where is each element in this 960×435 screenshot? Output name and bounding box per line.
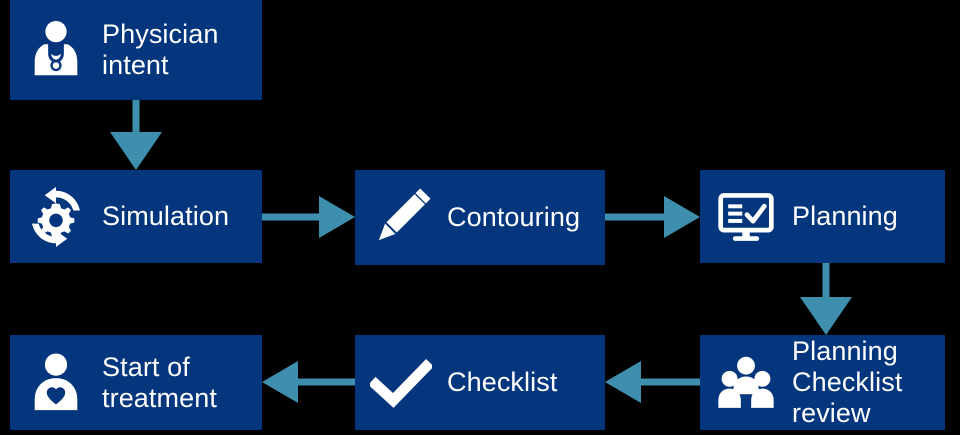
pencil-icon [369,186,433,250]
node-label: Planning Checklist review [792,336,903,428]
physician-stethoscope-icon [24,18,88,82]
connector-shaft [262,213,323,221]
node-checklist[interactable]: Checklist [355,335,605,430]
node-simulation[interactable]: Simulation [10,170,262,263]
connector-shaft [822,263,830,301]
node-label: Planning [792,201,898,231]
arrowhead-down-icon [110,132,162,170]
connector-checklist-to-start-of-treatment [262,361,355,403]
connector-simulation-to-contouring [262,196,355,238]
arrowhead-down-icon [800,297,852,335]
node-label: Contouring [447,202,581,232]
node-label: Physician intent [102,19,219,80]
node-contouring[interactable]: Contouring [355,170,605,265]
node-planning[interactable]: Planning [700,170,945,263]
monitor-checklist-icon [714,185,778,249]
connector-shaft [637,378,700,386]
checkmark-icon [369,351,433,415]
patient-heart-icon [24,351,88,415]
arrowhead-left-icon [605,361,641,403]
connector-physician-to-simulation [110,100,162,170]
arrowhead-right-icon [664,196,700,238]
people-group-icon [714,351,778,415]
node-label: Start of treatment [102,351,217,413]
connector-planning-checklist-review-to-checklist [605,361,700,403]
node-start-of-treatment[interactable]: Start of treatment [10,335,262,430]
gear-refresh-icon [24,185,88,249]
node-label: Checklist [447,367,558,397]
arrowhead-left-icon [262,361,298,403]
node-planning-checklist-review[interactable]: Planning Checklist review [700,335,945,430]
connector-contouring-to-planning [605,196,700,238]
connector-shaft [294,378,355,386]
connector-shaft [605,213,668,221]
node-label: Simulation [102,201,230,231]
connector-planning-to-planning-checklist-review [800,263,852,335]
connector-shaft [132,100,140,136]
arrowhead-right-icon [319,196,355,238]
node-physician-intent[interactable]: Physician intent [10,0,262,100]
